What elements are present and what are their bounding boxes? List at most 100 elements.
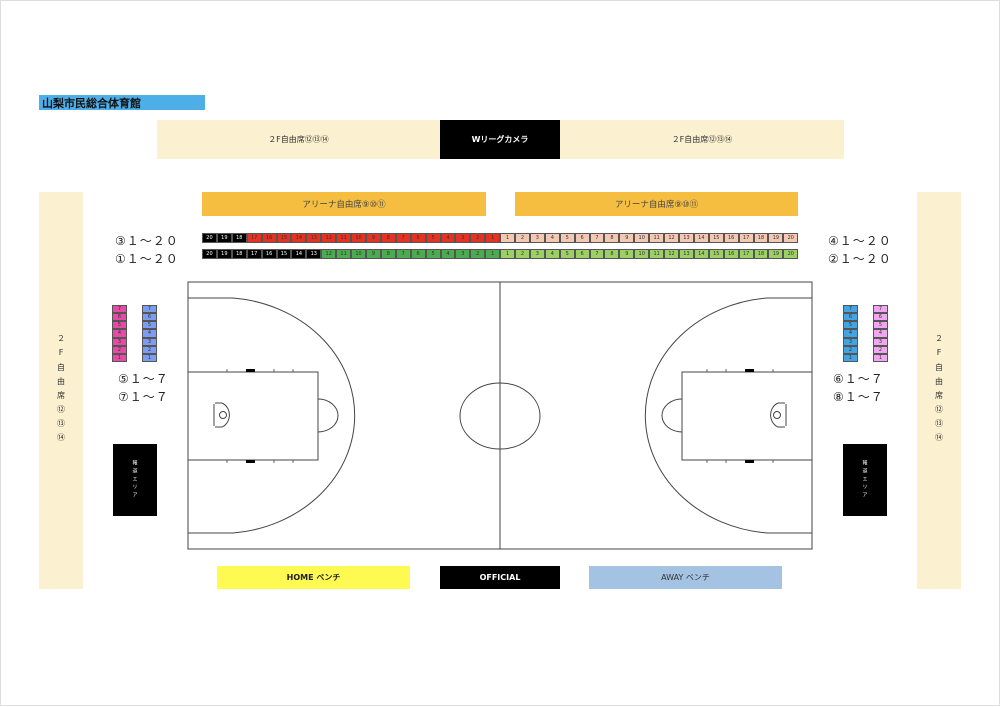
seat-row6-5[interactable]: 5 [843,321,858,330]
upper-seats-side-right[interactable]: ２F自由席⑫⑬⑭ [917,192,961,589]
upper-seats-right[interactable]: ２F自由席⑫⑬⑭ [560,120,844,159]
seat-row2-6[interactable]: 6 [574,249,590,259]
seat-row6-1[interactable]: 1 [843,353,858,362]
seat-row2-2[interactable]: 2 [515,249,530,259]
seat-row2-20[interactable]: 20 [783,249,799,259]
seat-row4-1[interactable]: 1 [500,233,516,243]
seat-row8-5[interactable]: 5 [873,321,888,330]
seat-row2-14[interactable]: 14 [693,249,709,259]
seat-row5-7[interactable]: 7 [112,305,127,314]
seat-row8-4[interactable]: 4 [873,329,888,338]
seat-row4-15[interactable]: 15 [708,233,724,243]
seat-row1-3[interactable]: 3 [455,249,471,259]
seat-row3-18[interactable]: 18 [231,233,247,243]
seat-row8-1[interactable]: 1 [873,353,888,362]
seat-row4-5[interactable]: 5 [559,233,575,243]
seat-row3-14[interactable]: 14 [291,233,307,243]
seat-row1-19[interactable]: 19 [216,249,232,259]
seat-row4-7[interactable]: 7 [589,233,605,243]
seat-row1-5[interactable]: 5 [425,249,441,259]
seat-row4-8[interactable]: 8 [604,233,620,243]
seat-row1-15[interactable]: 15 [276,249,292,259]
seat-row3-15[interactable]: 15 [276,233,292,243]
seat-row2-18[interactable]: 18 [753,249,769,259]
seat-row2-5[interactable]: 5 [559,249,575,259]
seat-row5-1[interactable]: 1 [112,353,127,362]
seat-row1-10[interactable]: 10 [351,249,366,259]
seat-row1-1[interactable]: 1 [485,249,501,259]
seat-row4-3[interactable]: 3 [529,233,545,243]
seat-row1-16[interactable]: 16 [261,249,277,259]
seat-row3-16[interactable]: 16 [261,233,277,243]
seat-row2-1[interactable]: 1 [500,249,516,259]
seat-row3-7[interactable]: 7 [395,233,411,243]
seat-row1-2[interactable]: 2 [470,249,486,259]
seat-row2-15[interactable]: 15 [708,249,724,259]
seat-row4-16[interactable]: 16 [723,233,739,243]
seat-row1-11[interactable]: 11 [336,249,352,259]
seat-row4-13[interactable]: 13 [679,233,694,243]
seat-row3-10[interactable]: 10 [351,233,366,243]
seat-row2-17[interactable]: 17 [738,249,754,259]
arena-seats-left[interactable]: アリーナ自由席⑨⑩⑪ [202,192,486,216]
seat-row2-12[interactable]: 12 [664,249,679,259]
seat-row3-3[interactable]: 3 [455,233,471,243]
seat-row6-3[interactable]: 3 [843,337,858,346]
seat-row7-5[interactable]: 5 [142,321,157,330]
seat-row2-7[interactable]: 7 [589,249,605,259]
seat-row4-2[interactable]: 2 [515,233,530,243]
seat-row4-9[interactable]: 9 [619,233,635,243]
seat-row7-3[interactable]: 3 [142,337,157,346]
seat-row5-5[interactable]: 5 [112,321,127,330]
seat-row7-6[interactable]: 6 [142,313,157,322]
seat-row5-6[interactable]: 6 [112,313,127,322]
seat-row4-17[interactable]: 17 [738,233,754,243]
seat-row3-13[interactable]: 13 [306,233,322,243]
seat-row3-12[interactable]: 12 [321,233,337,243]
seat-row4-20[interactable]: 20 [783,233,799,243]
seat-row4-10[interactable]: 10 [634,233,650,243]
seat-row4-12[interactable]: 12 [664,233,679,243]
seat-row1-17[interactable]: 17 [246,249,262,259]
seat-row4-18[interactable]: 18 [753,233,769,243]
seat-row3-1[interactable]: 1 [485,233,501,243]
seat-row1-9[interactable]: 9 [365,249,381,259]
seat-row7-4[interactable]: 4 [142,329,157,338]
seat-row4-14[interactable]: 14 [693,233,709,243]
seat-row7-2[interactable]: 2 [142,345,157,354]
seat-row1-6[interactable]: 6 [410,249,426,259]
seat-row3-19[interactable]: 19 [216,233,232,243]
seat-row8-6[interactable]: 6 [873,313,888,322]
seat-row7-1[interactable]: 1 [142,353,157,362]
seat-row3-20[interactable]: 20 [202,233,217,243]
upper-seats-side-left[interactable]: ２F自由席⑫⑬⑭ [39,192,83,589]
seat-row1-8[interactable]: 8 [380,249,396,259]
seat-row1-12[interactable]: 12 [321,249,337,259]
seat-row2-8[interactable]: 8 [604,249,620,259]
seat-row4-4[interactable]: 4 [544,233,560,243]
seat-row1-13[interactable]: 13 [306,249,322,259]
seat-row6-7[interactable]: 7 [843,305,858,314]
seat-row2-3[interactable]: 3 [529,249,545,259]
seat-row2-19[interactable]: 19 [768,249,784,259]
seat-row2-10[interactable]: 10 [634,249,650,259]
seat-row3-5[interactable]: 5 [425,233,441,243]
seat-row1-18[interactable]: 18 [231,249,247,259]
seat-row4-6[interactable]: 6 [574,233,590,243]
seat-row2-11[interactable]: 11 [649,249,665,259]
seat-row8-3[interactable]: 3 [873,337,888,346]
seat-row3-11[interactable]: 11 [336,233,352,243]
seat-row1-4[interactable]: 4 [440,249,456,259]
seat-row1-20[interactable]: 20 [202,249,217,259]
seat-row3-2[interactable]: 2 [470,233,486,243]
arena-seats-right[interactable]: アリーナ自由席⑨⑩⑪ [515,192,798,216]
seat-row4-19[interactable]: 19 [768,233,784,243]
seat-row1-14[interactable]: 14 [291,249,307,259]
seat-row7-7[interactable]: 7 [142,305,157,314]
seat-row2-4[interactable]: 4 [544,249,560,259]
seat-row1-7[interactable]: 7 [395,249,411,259]
seat-row2-13[interactable]: 13 [679,249,694,259]
seat-row3-8[interactable]: 8 [380,233,396,243]
seat-row3-6[interactable]: 6 [410,233,426,243]
seat-row6-6[interactable]: 6 [843,313,858,322]
